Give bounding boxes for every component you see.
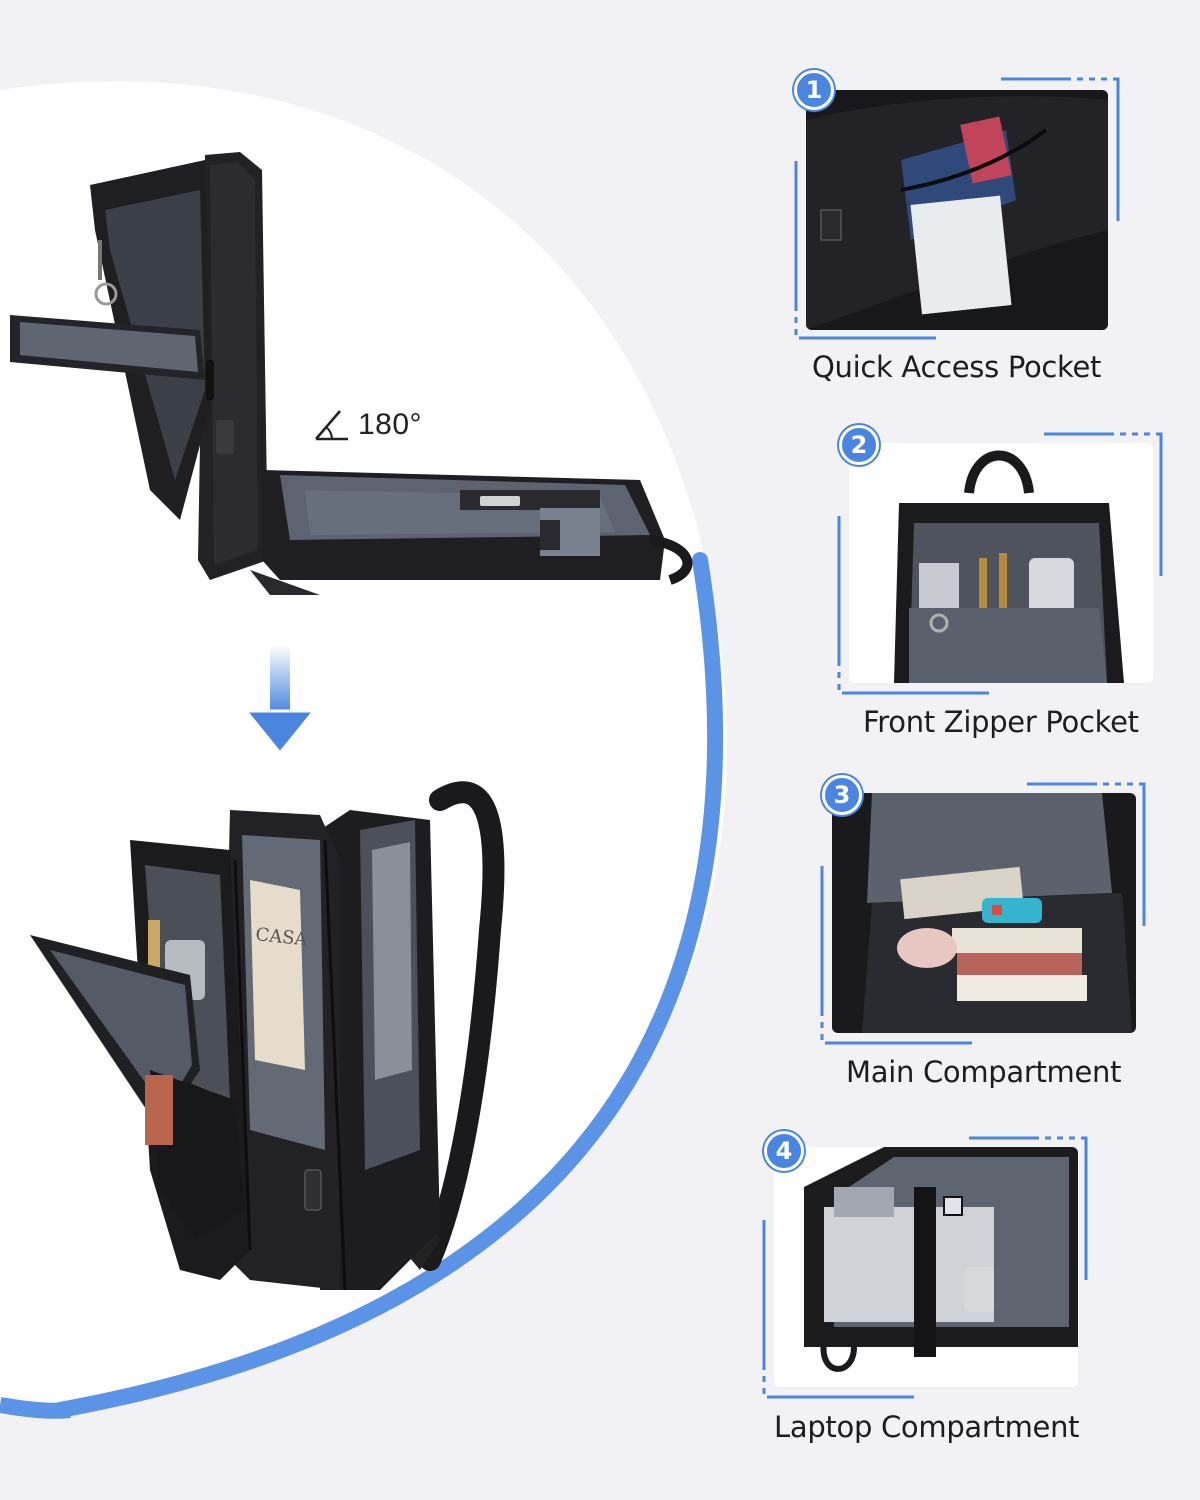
arrow-down-icon [244, 645, 316, 756]
feature-number-badge: 4 [764, 1131, 804, 1171]
feature-main-compartment: 3 Main Compartment [808, 765, 1168, 1105]
feature-number-badge: 3 [822, 775, 862, 815]
feature-frame [820, 782, 1146, 1045]
feature-laptop-compartment: 4 Laptop Compartment [748, 1115, 1108, 1455]
feature-number-badge: 2 [839, 425, 879, 465]
feature-label: Quick Access Pocket [812, 350, 1102, 384]
feature-label: Front Zipper Pocket [863, 705, 1139, 739]
angle-annotation: 180° [312, 400, 422, 450]
feature-number-badge: 1 [794, 70, 834, 110]
feature-label: Main Compartment [846, 1055, 1122, 1089]
feature-frame [794, 77, 1120, 340]
angle-icon [315, 410, 348, 441]
main-compartment-photo [832, 793, 1136, 1033]
feature-quick-access-pocket: 1 Quick Access Pocket [780, 60, 1140, 400]
front-zipper-pocket-photo [849, 443, 1153, 683]
laptop-compartment-photo [774, 1147, 1078, 1387]
feature-label: Laptop Compartment [774, 1410, 1080, 1444]
angle-value: 180° [358, 408, 423, 441]
feature-frame [837, 432, 1163, 695]
feature-frame [762, 1136, 1088, 1399]
feature-front-zipper-pocket: 2 Front Zipper Pocket [825, 415, 1185, 755]
flat-open-backpack-illustration [10, 152, 693, 595]
quick-access-pocket-photo [806, 90, 1108, 330]
open-backpack-illustration: CASA [30, 781, 505, 1291]
